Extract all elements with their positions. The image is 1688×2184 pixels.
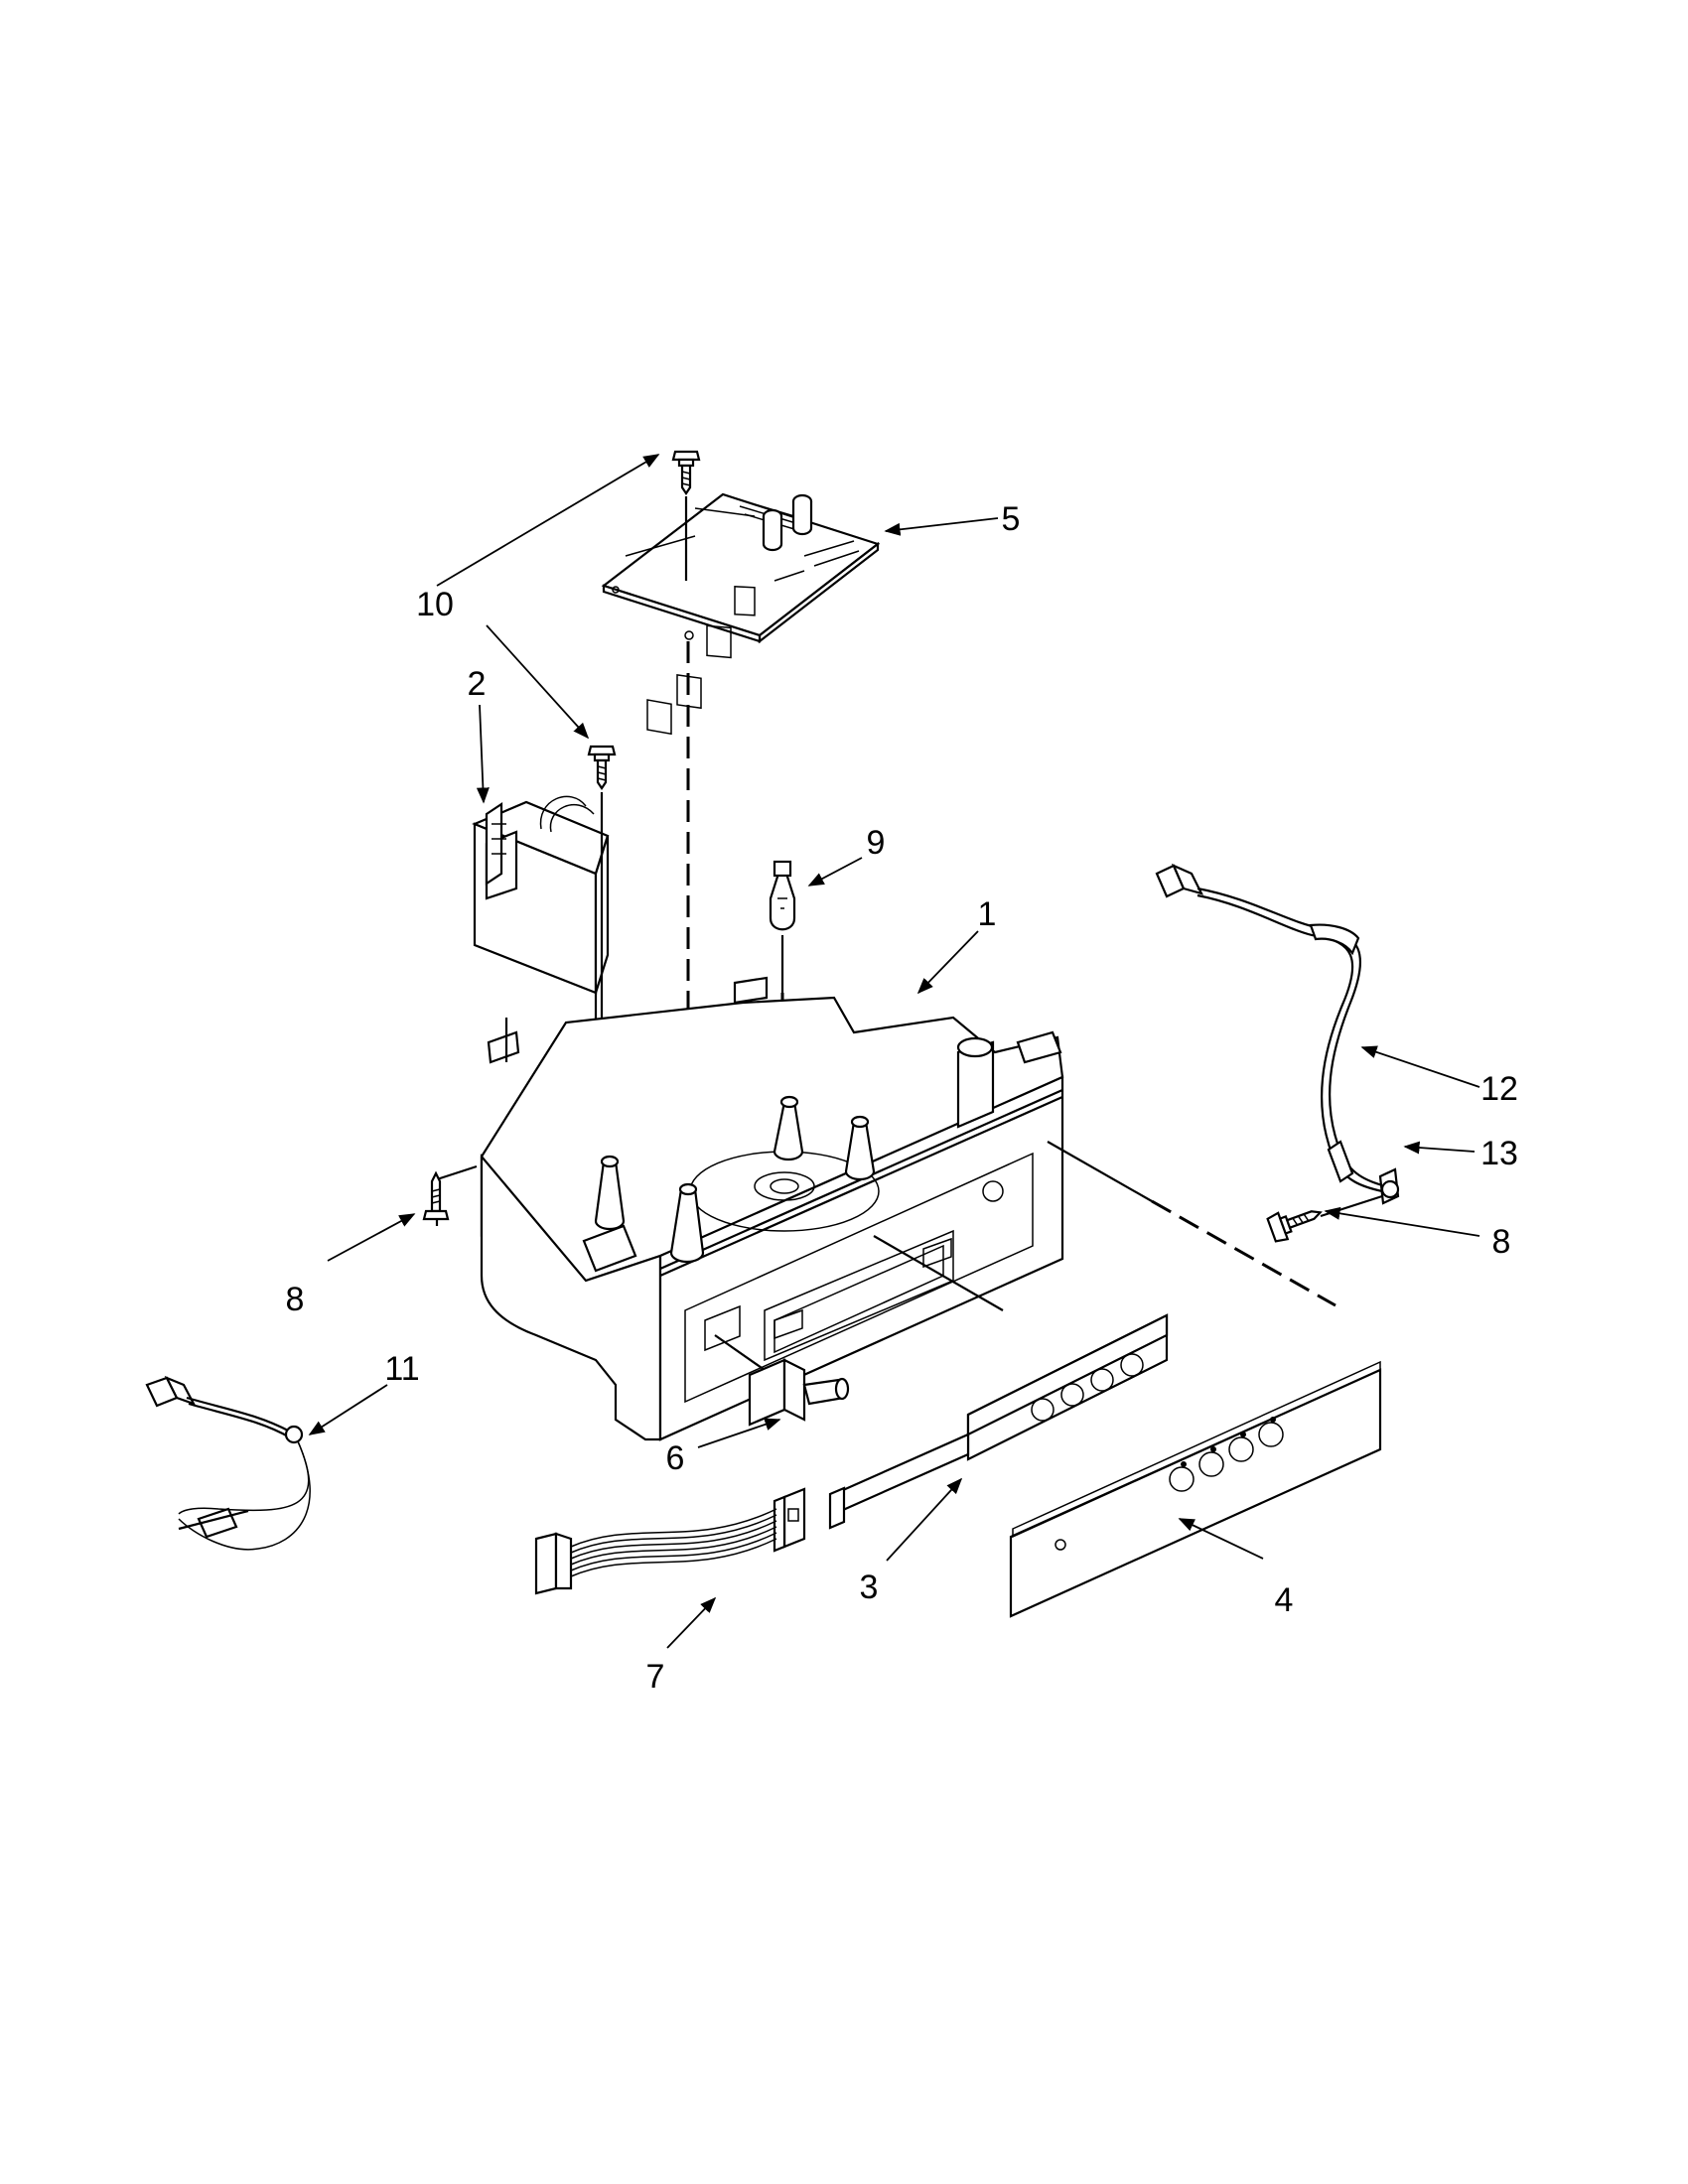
- switch-icon: [714, 1334, 850, 1427]
- wire-clip: [1320, 1167, 1400, 1218]
- callout-6: 6: [666, 1439, 685, 1477]
- callout-13: 13: [1480, 1135, 1518, 1172]
- callout-labels: 10 2 5 9 1 12 13 8 8 11 6 3 4 7: [286, 500, 1518, 1696]
- decorative-panel: [1009, 1360, 1382, 1618]
- mounting-boss: [844, 1115, 876, 1181]
- mounting-boss: [669, 1182, 705, 1264]
- callout-7: 7: [646, 1658, 665, 1696]
- callout-3: 3: [860, 1569, 879, 1606]
- screw-icon: [671, 450, 701, 495]
- base-housing: [435, 976, 1064, 1441]
- callout-2: 2: [468, 665, 487, 703]
- connector-icon: [145, 1375, 197, 1408]
- mounting-boss: [594, 1155, 626, 1231]
- connector-icon: [1155, 863, 1204, 898]
- callout-8-left: 8: [286, 1281, 305, 1318]
- screw-icon: [422, 1170, 450, 1221]
- callout-4: 4: [1275, 1581, 1294, 1619]
- leader-lines: [308, 454, 1480, 1649]
- callout-8-right: 8: [1492, 1223, 1511, 1261]
- screw-icon: [587, 745, 617, 790]
- screw-icon: [1266, 1210, 1323, 1243]
- panel-alignment-line: [873, 1235, 1004, 1311]
- transformer-icon: [472, 795, 610, 1032]
- switch-board: [828, 1313, 1169, 1530]
- callout-12: 12: [1480, 1070, 1518, 1108]
- sensor-wire: [1155, 863, 1386, 1193]
- callout-5: 5: [1002, 500, 1021, 538]
- sensor-wire: [145, 1375, 311, 1551]
- callout-9: 9: [867, 824, 886, 862]
- callout-1: 1: [978, 895, 997, 933]
- capacitor-icon: [762, 493, 813, 552]
- callout-11: 11: [384, 1350, 419, 1388]
- wire-harness: [534, 1487, 806, 1595]
- bulb-icon: [769, 860, 796, 993]
- callout-10: 10: [416, 586, 454, 623]
- control-board: [601, 492, 881, 736]
- mounting-boss: [773, 1095, 804, 1161]
